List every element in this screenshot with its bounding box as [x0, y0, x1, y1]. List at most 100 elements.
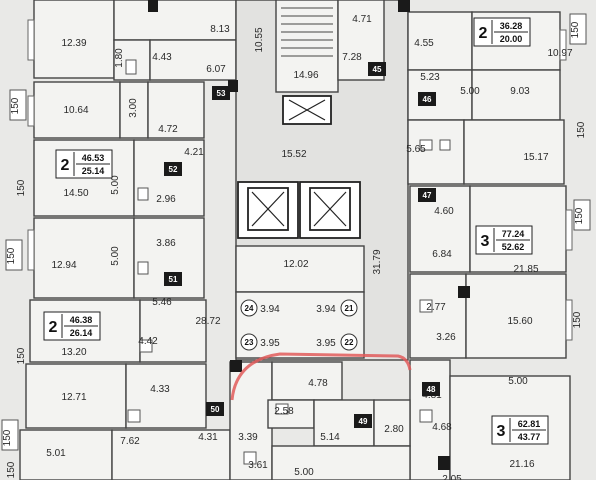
unit-badge-box — [164, 162, 182, 176]
unit-badge: 47 — [418, 188, 436, 202]
unit-badge-box — [164, 272, 182, 286]
dimension-label: 150 — [16, 347, 27, 364]
apartment-total-area: 36.28 — [500, 21, 523, 31]
storage-number: 24 — [245, 304, 254, 313]
storage-number: 21 — [345, 304, 354, 313]
room-center-hall — [235, 245, 365, 293]
room-left-15 — [19, 429, 113, 480]
unit-badge-box — [206, 402, 224, 416]
room-area-label: 3.95 — [316, 338, 336, 349]
room-area-label: 3.94 — [316, 304, 336, 315]
room-area-label: 5.00 — [294, 467, 314, 478]
room-area-label: 15.60 — [507, 316, 532, 327]
room-right-4 — [471, 69, 561, 121]
room-area-label: 3.00 — [128, 98, 139, 118]
apartment-living-area: 20.00 — [500, 34, 523, 44]
room-right-10 — [465, 273, 567, 359]
apartment-room-count: 3 — [497, 423, 506, 440]
room-area-label: 3.61 — [248, 460, 268, 471]
room-right-6 — [463, 119, 565, 185]
room-left-12 — [139, 299, 207, 363]
room-area-label: 31.79 — [372, 249, 383, 274]
unit-badge-number: 50 — [211, 405, 220, 414]
pillars — [148, 0, 470, 470]
room-area-label: 6.84 — [432, 249, 452, 260]
room-area-label: 12.02 — [283, 259, 308, 270]
room-right-9 — [409, 273, 467, 359]
room-area-label: 4.68 — [432, 422, 452, 433]
room-area-label: 3.26 — [436, 332, 456, 343]
room-area-label: 7.28 — [342, 52, 362, 63]
apartment-living-area: 43.77 — [518, 432, 541, 442]
room-area-label: 28.72 — [195, 316, 220, 327]
room-area-label: 15.17 — [523, 152, 548, 163]
unit-badge: 48 — [422, 382, 440, 396]
dimension-label: 150 — [6, 247, 17, 264]
room-area-label: 5.00 — [508, 376, 528, 387]
dimension-label: 150 — [2, 429, 13, 446]
room-area-label: 2.58 — [274, 406, 294, 417]
room-area-label: 5.14 — [320, 432, 340, 443]
room-area-label: 10.55 — [254, 27, 265, 52]
room-area-label: 5.00 — [460, 86, 480, 97]
room-bottom-5 — [373, 399, 411, 447]
room-left-6 — [147, 81, 205, 139]
unit-badge-number: 51 — [169, 275, 178, 284]
room-area-label: 4.31 — [198, 432, 218, 443]
apartment-room-count: 2 — [61, 157, 70, 174]
apartment-room-count: 2 — [479, 25, 488, 42]
unit-badge: 53 — [212, 86, 230, 100]
room-area-label: 13.20 — [61, 347, 86, 358]
unit-badge: 46 — [418, 92, 436, 106]
room-left-13 — [25, 363, 127, 429]
unit-badge: 52 — [164, 162, 182, 176]
room-area-label: 4.78 — [308, 378, 328, 389]
windows — [27, 19, 573, 341]
elevator-shaft-left — [237, 181, 299, 239]
unit-badge: 50 — [206, 402, 224, 416]
room-area-label: 3.95 — [260, 338, 280, 349]
room-left-2 — [113, 0, 237, 41]
unit-badge-box — [418, 188, 436, 202]
room-area-label: 2.77 — [426, 302, 446, 313]
unit-badge-box — [212, 86, 230, 100]
apartment-total-area: 46.38 — [70, 315, 93, 325]
storage-number: 23 — [245, 338, 254, 347]
apartment-room-count: 3 — [481, 233, 490, 250]
room-left-8 — [133, 139, 205, 217]
room-area-label: 15.52 — [281, 149, 306, 160]
elevator-shaft-right — [299, 181, 361, 239]
room-area-label: 5.23 — [420, 72, 440, 83]
dimension-label: 150 — [6, 461, 17, 478]
apartment-living-area: 25.14 — [82, 166, 105, 176]
room-area-label: 5.01 — [46, 448, 66, 459]
unit-badge: 45 — [368, 62, 386, 76]
apartment-card: 2 46.38 26.14 — [43, 311, 101, 341]
apartment-room-count: 2 — [49, 319, 58, 336]
unit-badge-number: 53 — [217, 89, 226, 98]
room-area-label: 4.71 — [352, 14, 372, 25]
dimension-label: 150 — [574, 207, 585, 224]
apartment-living-area: 26.14 — [70, 328, 93, 338]
room-area-label: 4.55 — [414, 38, 434, 49]
room-area-label: 4.21 — [184, 147, 204, 158]
room-area-label: 4.60 — [434, 206, 454, 217]
room-area-label: 21.16 — [509, 459, 534, 470]
room-area-label: 5.46 — [152, 297, 172, 308]
storage-marker: 22 — [340, 333, 358, 351]
room-area-label: 4.42 — [138, 336, 158, 347]
storage-circle — [340, 299, 358, 317]
room-area-label: 3.86 — [156, 238, 176, 249]
storage-number: 22 — [345, 338, 354, 347]
room-area-label: 6.07 — [206, 64, 226, 75]
dimension-label: 150 — [16, 179, 27, 196]
room-area-labels: 12.398.134.431.806.0710.5514.964.717.284… — [46, 14, 573, 480]
unit-badge-number: 45 — [373, 65, 382, 74]
apartment-total-area: 62.81 — [518, 419, 541, 429]
storage-circle — [240, 299, 258, 317]
